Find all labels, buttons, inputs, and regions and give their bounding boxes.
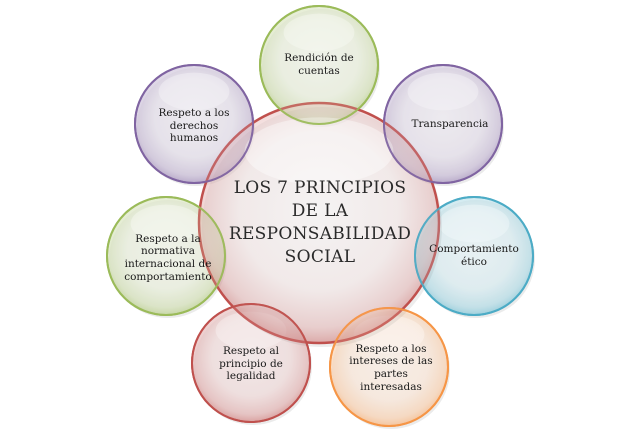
bubble-center-highlight [244,117,394,185]
bubble-legalidad-ring [191,303,311,423]
bubble-comportamiento-etico-highlight [438,204,510,243]
bubble-normativa-internacional-ring [106,196,226,316]
bubble-normativa-internacional [106,196,227,318]
bubble-rendicion-de-cuentas [259,5,380,127]
bubble-transparencia-ring [383,64,503,184]
center-title: LOS 7 PRINCIPIOS DE LA RESPONSABILIDAD S… [228,178,412,267]
bubble-partes-interesadas-ring [329,307,449,427]
bubble-center-circle [197,101,441,345]
bubble-rendicion-de-cuentas-highlight [283,13,355,52]
bubble-comportamiento-etico [414,196,535,318]
bubble-comportamiento-etico-ring [414,196,534,316]
bubble-center [197,101,442,347]
bubble-rendicion-de-cuentas-ring [259,5,379,125]
bubble-transparencia-highlight [407,72,479,111]
bubble-derechos-humanos-highlight [158,72,230,111]
bubble-derechos-humanos-ring [134,64,254,184]
bubble-normativa-internacional-highlight [130,204,202,243]
